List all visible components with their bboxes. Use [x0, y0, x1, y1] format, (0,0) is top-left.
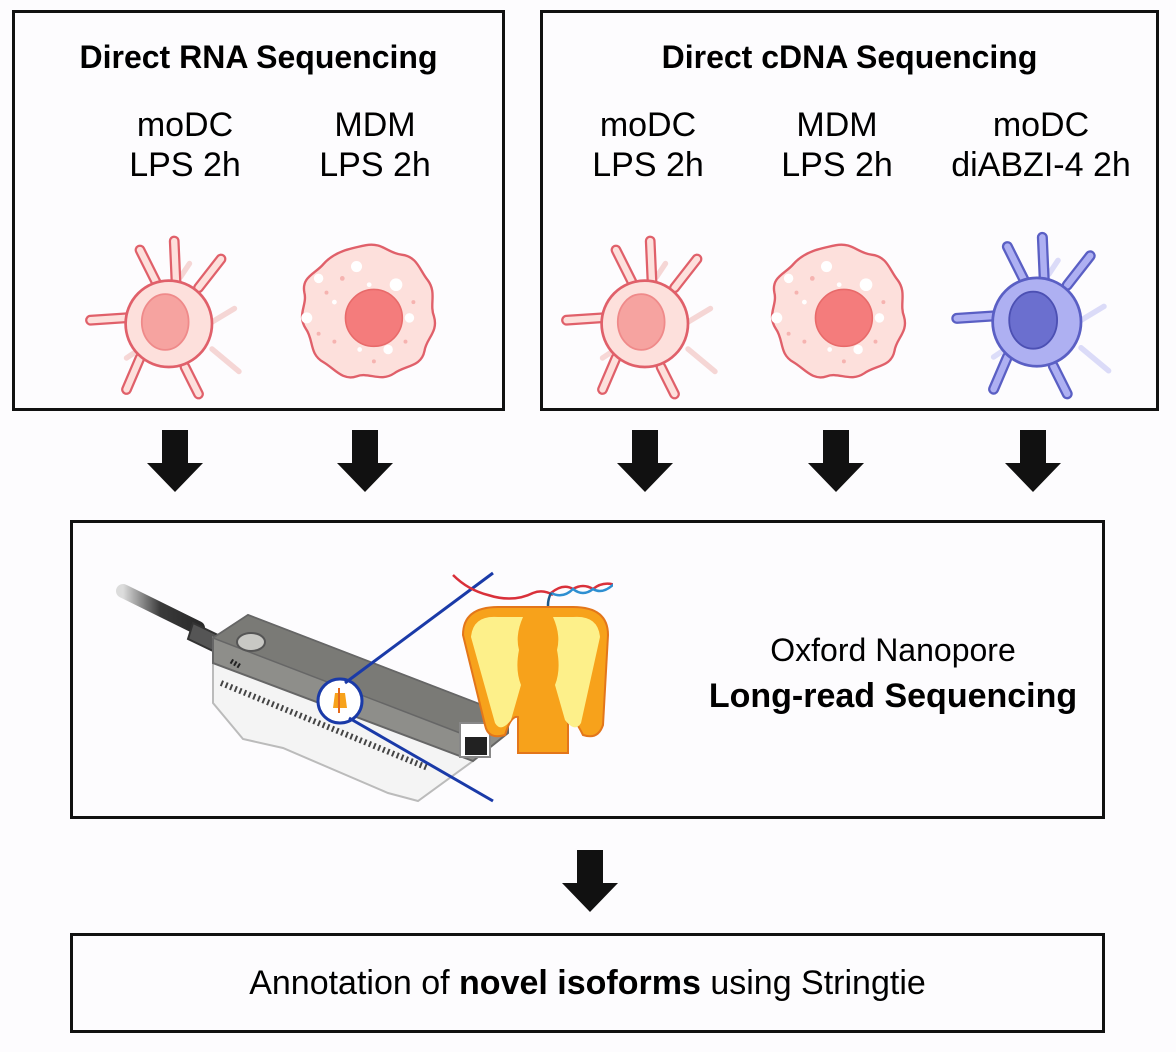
cdna-condition-3-cell-type: moDC: [992, 106, 1090, 144]
cdna-condition-1-treatment: LPS 2h: [592, 146, 704, 184]
rna-condition-2-cell-type: MDM: [334, 106, 416, 144]
rna-condition-2: MDM LPS 2h: [275, 105, 475, 185]
rna-condition-1: moDC LPS 2h: [85, 105, 285, 185]
cdna-condition-3-treatment: diABZI-4 2h: [951, 146, 1131, 184]
arrow-down-icon: [560, 850, 620, 912]
direct-rna-panel: Direct RNA Sequencing moDC LPS 2h MDM LP…: [12, 10, 505, 411]
nanopore-label: Oxford Nanopore Long-read Sequencing: [673, 627, 1113, 719]
direct-rna-title: Direct RNA Sequencing: [79, 39, 438, 75]
nanopore-sequencing-panel: Oxford Nanopore Long-read Sequencing: [70, 520, 1105, 819]
direct-cdna-title: Direct cDNA Sequencing: [661, 39, 1038, 75]
annotation-suffix: using Stringtie: [700, 964, 926, 1002]
minion-sequencer-icon: [116, 571, 510, 803]
modc-lps-cell-icon: [77, 223, 257, 403]
modc-diabzi-cell-icon: [943, 219, 1127, 403]
annotation-text: Annotation of novel isoforms using Strin…: [73, 964, 1102, 1003]
annotation-bold: novel isoforms: [459, 964, 701, 1002]
mdm-lps-cell-icon: [757, 231, 915, 389]
nanopore-line1: Oxford Nanopore: [770, 632, 1016, 668]
arrow-down-icon: [615, 430, 675, 492]
annotation-panel: Annotation of novel isoforms using Strin…: [70, 933, 1105, 1033]
cdna-condition-1: moDC LPS 2h: [548, 105, 748, 185]
modc-lps-cell-icon: [553, 223, 733, 403]
cdna-condition-2-treatment: LPS 2h: [781, 146, 893, 184]
cdna-condition-2-cell-type: MDM: [796, 106, 878, 144]
nanopore-icon: [452, 574, 613, 754]
direct-cdna-panel: Direct cDNA Sequencing moDC LPS 2h MDM L…: [540, 10, 1159, 411]
rna-condition-2-treatment: LPS 2h: [319, 146, 431, 184]
cdna-condition-2: MDM LPS 2h: [737, 105, 937, 185]
arrow-down-icon: [1003, 430, 1063, 492]
cdna-condition-3: moDC diABZI-4 2h: [923, 105, 1159, 185]
arrow-down-icon: [335, 430, 395, 492]
mdm-lps-cell-icon: [287, 231, 445, 389]
rna-condition-1-cell-type: moDC: [136, 106, 234, 144]
arrow-down-icon: [145, 430, 205, 492]
rna-condition-1-treatment: LPS 2h: [129, 146, 241, 184]
nanopore-line2: Long-read Sequencing: [708, 677, 1078, 715]
arrow-down-icon: [806, 430, 866, 492]
annotation-prefix: Annotation of: [249, 964, 460, 1002]
cdna-condition-1-cell-type: moDC: [599, 106, 697, 144]
